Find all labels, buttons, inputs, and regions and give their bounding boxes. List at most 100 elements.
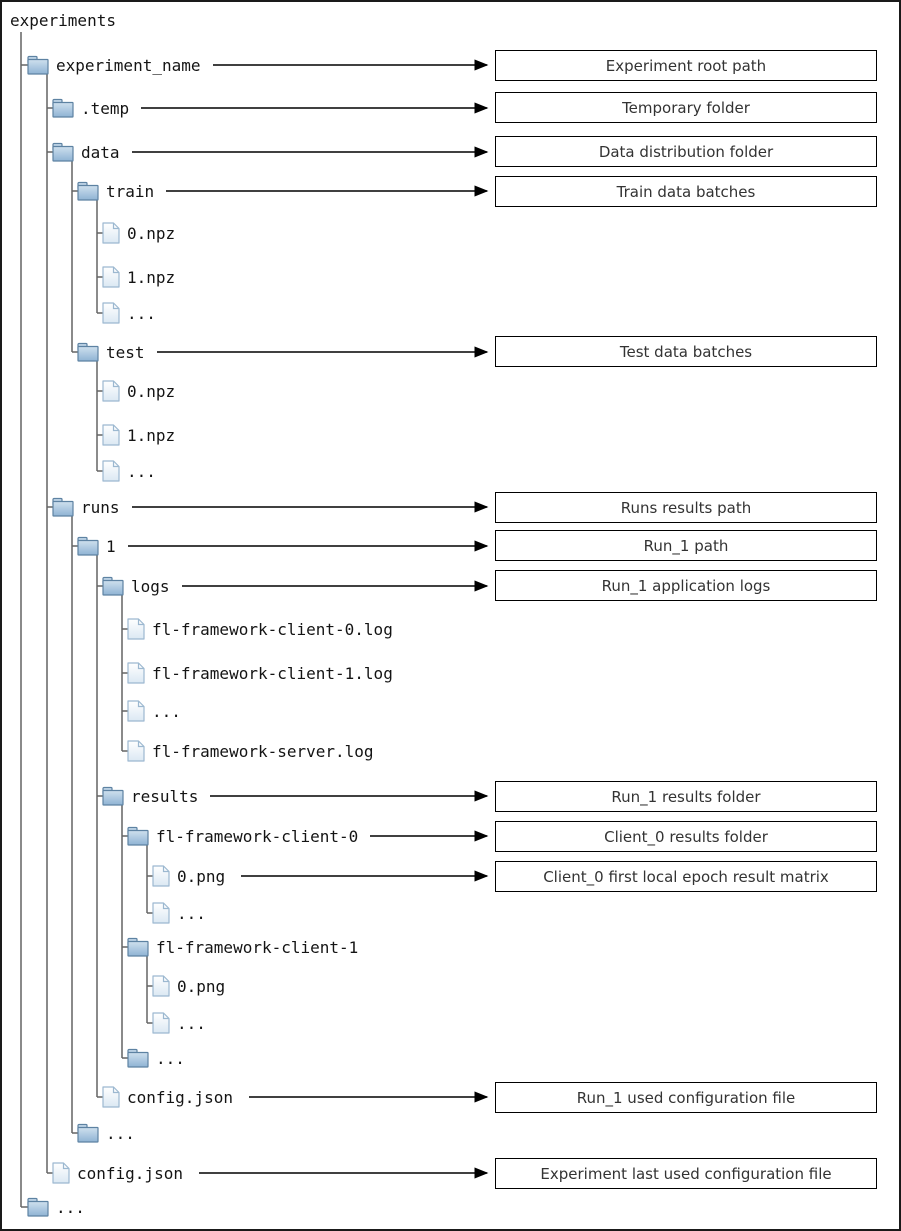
annotation-label: Client_0 first local epoch result matrix: [543, 867, 829, 886]
node-temp-folder: .temp: [52, 94, 129, 122]
node-label: ...: [127, 461, 156, 481]
annotation-label: Train data batches: [616, 182, 756, 201]
folder-icon: [77, 1123, 99, 1143]
annotation-box-train-batches: Train data batches: [495, 176, 877, 207]
node-label: ...: [152, 701, 181, 721]
node-label: fl-framework-client-0: [156, 826, 359, 846]
folder-icon: [127, 1048, 149, 1068]
node-logs-folder: logs: [102, 572, 170, 600]
node-test-file-ellipsis: ...: [102, 457, 156, 485]
annotation-box-run-1-results: Run_1 results folder: [495, 781, 877, 812]
annotation-label: Experiment root path: [605, 56, 767, 75]
node-log-client-1: fl-framework-client-1.log: [127, 659, 393, 687]
folder-icon: [52, 142, 74, 162]
file-icon: [127, 662, 145, 684]
annotation-box-experiment-config: Experiment last used configuration file: [495, 1158, 877, 1189]
folder-icon: [77, 181, 99, 201]
folder-icon: [102, 786, 124, 806]
node-experiments-ellipsis-folder: ...: [27, 1193, 85, 1221]
node-label: ...: [156, 1048, 185, 1068]
annotation-label: Run_1 used configuration file: [576, 1088, 796, 1107]
folder-icon: [127, 937, 149, 957]
node-label: experiments: [10, 10, 116, 30]
node-label: experiment_name: [56, 55, 201, 75]
annotation-box-temporary-folder: Temporary folder: [495, 92, 877, 123]
folder-icon: [77, 342, 99, 362]
node-train-file-0npz: 0.npz: [102, 219, 175, 247]
node-train-folder: train: [77, 177, 154, 205]
folder-icon: [52, 98, 74, 118]
annotation-label: Runs results path: [620, 498, 752, 517]
node-label: 0.png: [177, 866, 226, 886]
folder-icon: [52, 497, 74, 517]
annotation-label: Data distribution folder: [598, 142, 774, 161]
node-log-ellipsis: ...: [127, 697, 181, 725]
node-label: runs: [81, 497, 120, 517]
file-icon: [102, 302, 120, 324]
annotation-label: Test data batches: [619, 342, 753, 361]
node-test-file-1npz: 1.npz: [102, 421, 175, 449]
file-icon: [102, 222, 120, 244]
node-label: logs: [131, 576, 170, 596]
node-label: fl-framework-client-0.log: [152, 619, 393, 639]
folder-icon: [27, 1197, 49, 1217]
file-icon: [127, 700, 145, 722]
annotation-label: Run_1 application logs: [601, 576, 771, 595]
annotation-label: Temporary folder: [622, 98, 750, 117]
folder-icon: [102, 576, 124, 596]
node-test-file-0npz: 0.npz: [102, 377, 175, 405]
node-label: 1.npz: [127, 267, 176, 287]
node-client-1-ellipsis: ...: [152, 1009, 206, 1037]
node-client-0-png: 0.png: [152, 862, 225, 890]
node-experiments-root: experiments: [10, 6, 116, 34]
node-experiment-config-json: config.json: [52, 1159, 183, 1187]
annotation-box-experiment-root: Experiment root path: [495, 50, 877, 81]
file-icon: [152, 975, 170, 997]
node-label: fl-framework-server.log: [152, 741, 374, 761]
node-label: ...: [127, 303, 156, 323]
file-icon: [52, 1162, 70, 1184]
annotation-box-run-1-config: Run_1 used configuration file: [495, 1082, 877, 1113]
folder-icon: [127, 826, 149, 846]
file-icon: [102, 380, 120, 402]
file-icon: [102, 424, 120, 446]
file-icon: [102, 1086, 120, 1108]
file-icon: [127, 618, 145, 640]
node-label: 1: [106, 536, 116, 556]
node-label: config.json: [77, 1163, 183, 1183]
node-label: config.json: [127, 1087, 233, 1107]
node-label: results: [131, 786, 199, 806]
node-label: ...: [177, 903, 206, 923]
node-runs-ellipsis-folder: ...: [77, 1119, 135, 1147]
node-label: 0.png: [177, 976, 226, 996]
node-label: test: [106, 342, 145, 362]
node-experiment-name: experiment_name: [27, 51, 201, 79]
node-label: 0.npz: [127, 381, 176, 401]
file-icon: [127, 740, 145, 762]
annotation-box-client-0-matrix: Client_0 first local epoch result matrix: [495, 861, 877, 892]
annotation-box-data-distribution: Data distribution folder: [495, 136, 877, 167]
node-label: train: [106, 181, 155, 201]
node-log-server: fl-framework-server.log: [127, 737, 374, 765]
annotation-box-test-batches: Test data batches: [495, 336, 877, 367]
annotation-box-run-1-path: Run_1 path: [495, 530, 877, 561]
folder-icon: [27, 55, 49, 75]
annotation-label: Run_1 results folder: [611, 787, 761, 806]
annotation-label: Client_0 results folder: [604, 827, 768, 846]
node-run-config-json: config.json: [102, 1083, 233, 1111]
file-icon: [152, 902, 170, 924]
annotation-box-runs-results-path: Runs results path: [495, 492, 877, 523]
file-icon: [102, 266, 120, 288]
node-label: .temp: [81, 98, 130, 118]
file-icon: [152, 1012, 170, 1034]
annotation-box-client-0-results: Client_0 results folder: [495, 821, 877, 852]
node-label: data: [81, 142, 120, 162]
node-label: ...: [56, 1197, 85, 1217]
node-label: 1.npz: [127, 425, 176, 445]
node-train-file-ellipsis: ...: [102, 299, 156, 327]
node-label: fl-framework-client-1.log: [152, 663, 393, 683]
node-label: fl-framework-client-1: [156, 937, 359, 957]
node-train-file-1npz: 1.npz: [102, 263, 175, 291]
file-icon: [152, 865, 170, 887]
